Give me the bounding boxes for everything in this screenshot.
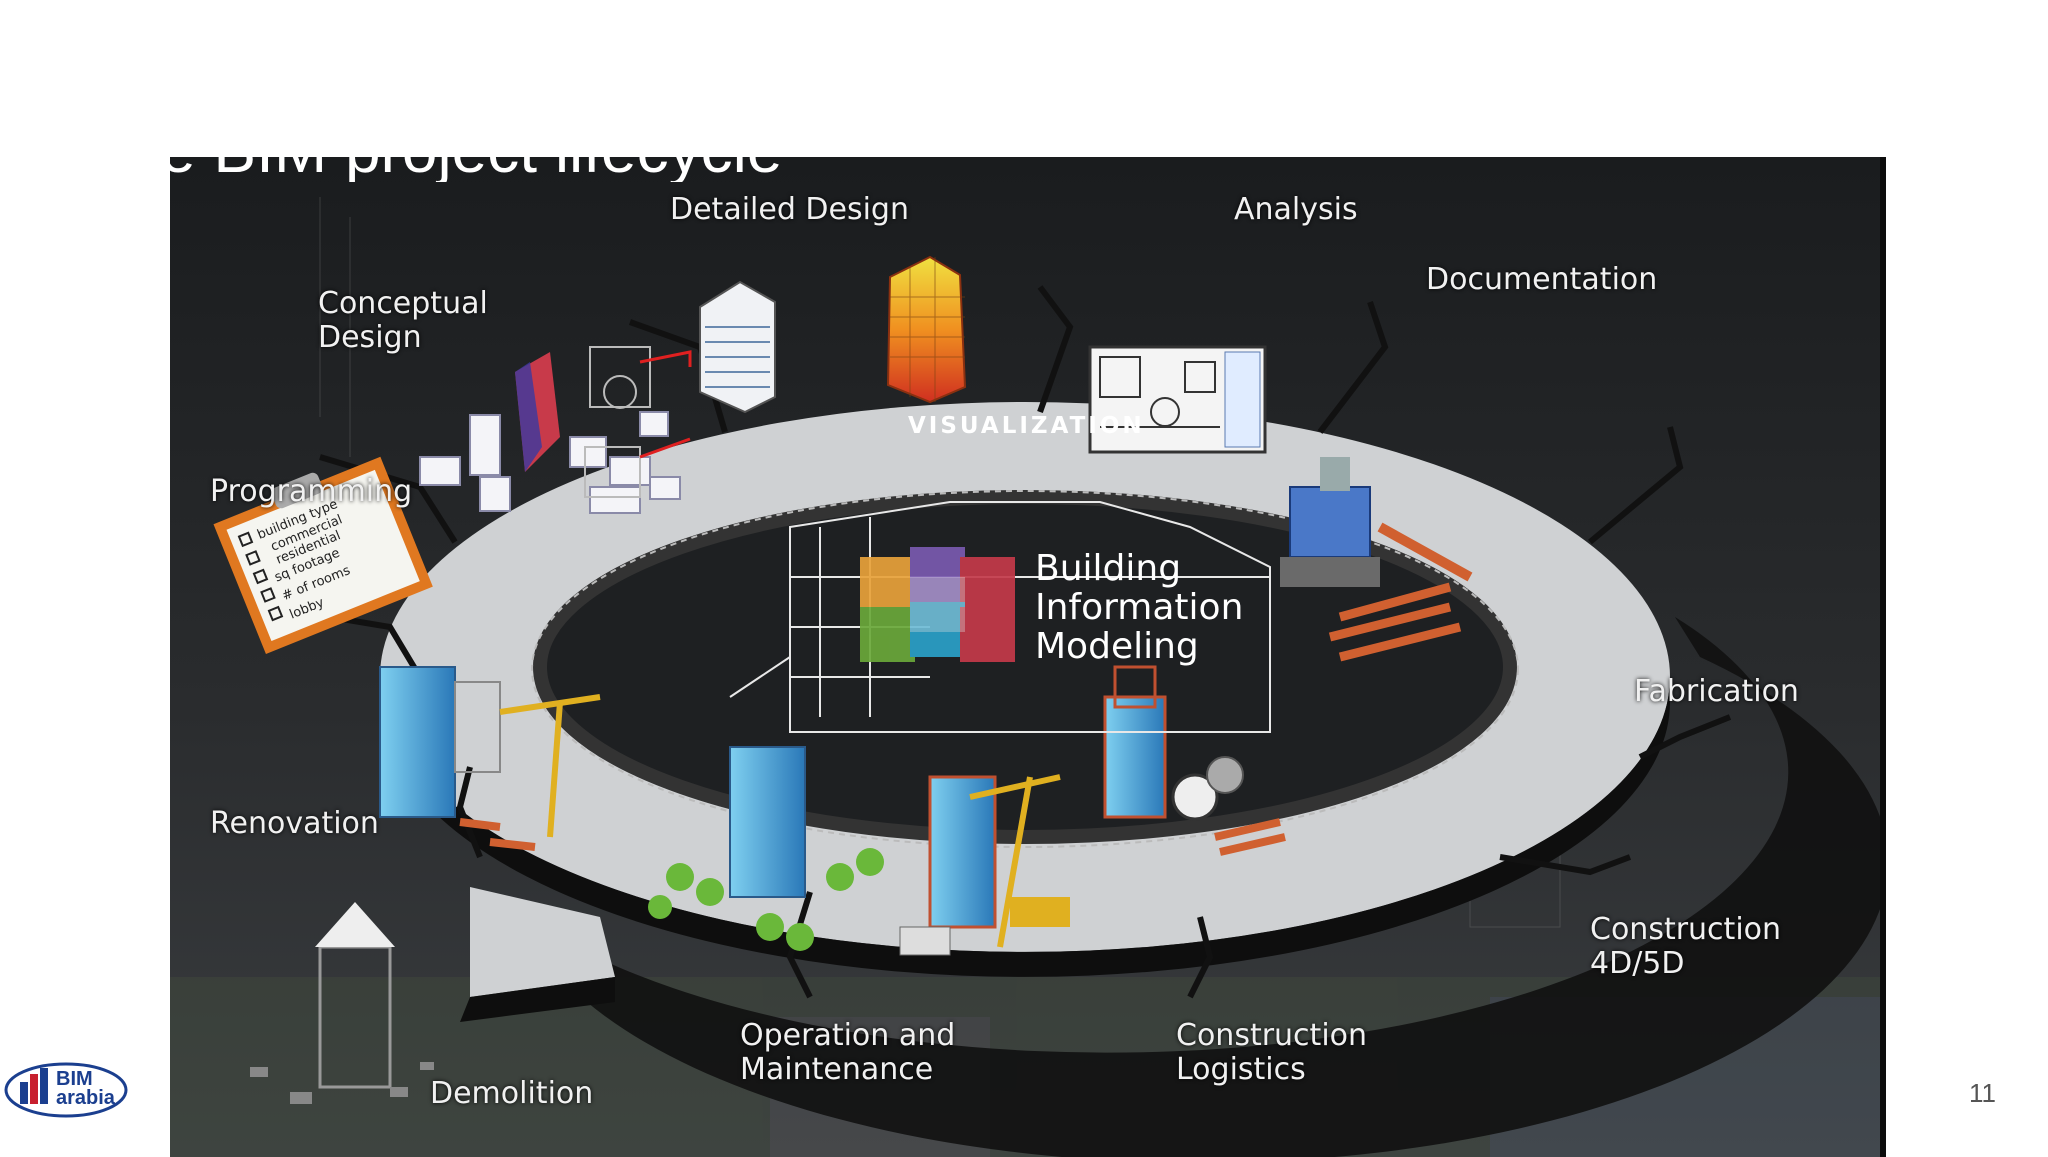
stage-label-operation: Operation and bbox=[740, 1018, 956, 1053]
bim-lifecycle-diagram: building type commercial residential sq … bbox=[170, 157, 1886, 1157]
stage-label-fabrication: Fabrication bbox=[1634, 674, 1799, 709]
stage-label-construction-logistics: Construction bbox=[1176, 1018, 1368, 1053]
construction-4d5d-icon bbox=[1103, 665, 1286, 856]
analysis-tower-icon bbox=[886, 255, 967, 404]
stage-label-analysis: Analysis bbox=[1234, 192, 1358, 227]
stage-label-detailed-design: Detailed Design bbox=[670, 192, 909, 227]
page-number: 11 bbox=[1969, 1078, 1996, 1108]
stage-label-programming: Programming bbox=[210, 474, 413, 509]
construction-logistics-icon bbox=[899, 774, 1070, 956]
stage-label-demolition: Demolition bbox=[430, 1076, 594, 1111]
logo-graphic: BIM arabia bbox=[4, 1062, 128, 1118]
stage-label-documentation: Documentation bbox=[1426, 262, 1658, 297]
center-label-information: Information bbox=[1035, 587, 1244, 628]
diagram-graphics: building type commercial residential sq … bbox=[170, 157, 1880, 1157]
operation-maintenance-icon bbox=[648, 746, 884, 951]
bim-cube-logo bbox=[860, 547, 1015, 662]
slide-title: e BIM project lifecycle bbox=[160, 114, 783, 186]
stage-label-renovation: Renovation bbox=[210, 806, 379, 841]
bim-arabia-logo: BIM arabia bbox=[4, 1052, 134, 1122]
stage-label-construction-4d5d: Construction bbox=[1590, 912, 1782, 947]
fabrication-machine-icon bbox=[1280, 457, 1473, 662]
stage-label-maintenance: Maintenance bbox=[740, 1052, 934, 1087]
stage-label-4d5d: 4D/5D bbox=[1590, 946, 1685, 981]
center-label-modeling: Modeling bbox=[1035, 626, 1199, 667]
renovation-icon bbox=[379, 666, 601, 851]
conceptual-massing-icon bbox=[419, 352, 681, 514]
clipboard-icon: building type commercial residential sq … bbox=[213, 456, 433, 655]
demolition-icon bbox=[250, 902, 434, 1104]
stage-label-logistics: Logistics bbox=[1176, 1052, 1306, 1087]
documentation-floorplan-icon bbox=[1088, 345, 1267, 454]
logo-text-bim: BIM bbox=[56, 1068, 93, 1090]
stage-label-design: Design bbox=[318, 320, 422, 355]
stage-label-conceptual: Conceptual bbox=[318, 286, 488, 321]
logo-text-arabia: arabia bbox=[56, 1087, 116, 1109]
center-label-building: Building bbox=[1035, 548, 1182, 589]
detailed-design-icon bbox=[584, 280, 776, 498]
ring-caption-visualization: VISUALIZATION bbox=[908, 413, 1145, 439]
